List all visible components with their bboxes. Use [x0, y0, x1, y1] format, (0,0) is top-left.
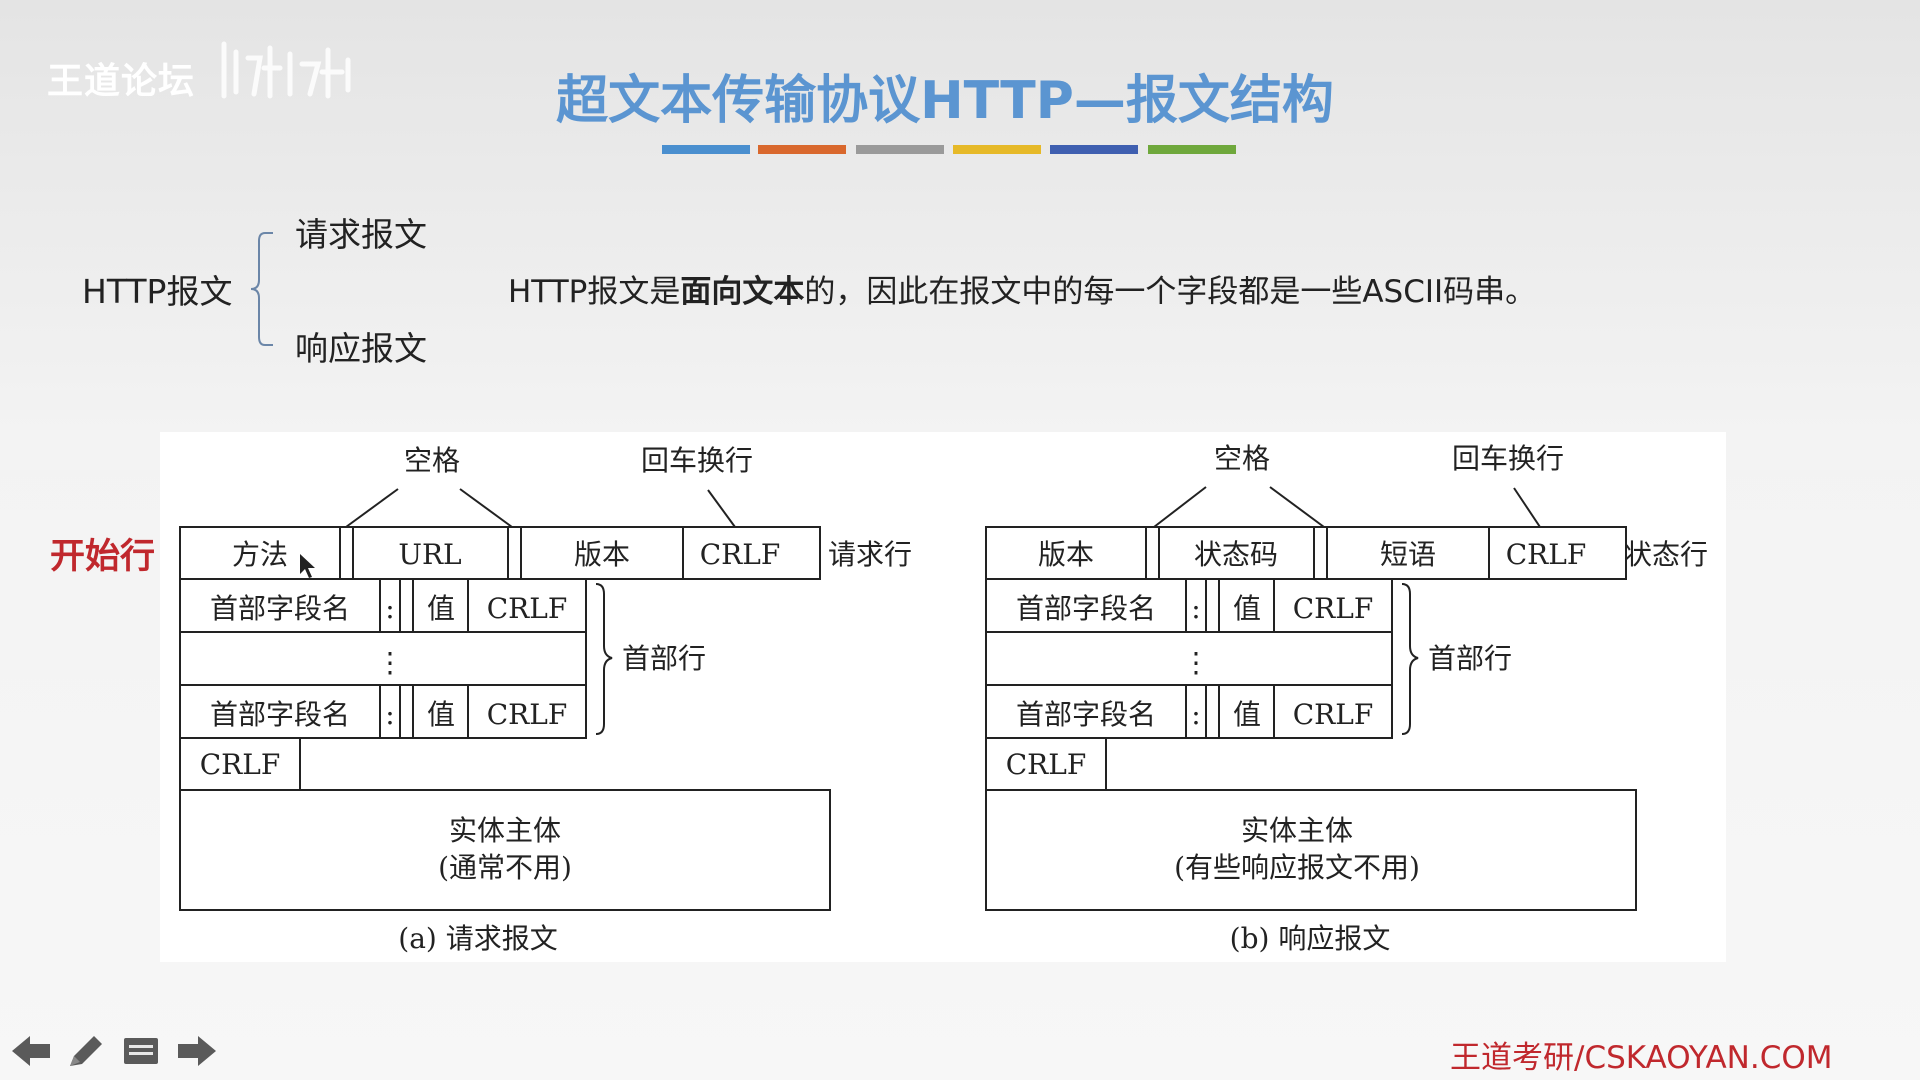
response-header-crlf-2: CRLF [1293, 698, 1374, 731]
request-header-value-2: 值 [427, 698, 455, 731]
response-space-label: 空格 [1214, 442, 1270, 475]
response-header-value-2: 值 [1233, 698, 1261, 731]
response-crlf-top-label: 回车换行 [1452, 442, 1564, 475]
response-body-title: 实体主体 [1241, 814, 1353, 847]
mouse-cursor-icon [300, 554, 315, 578]
request-header-ellipsis: ⋮ [376, 646, 404, 679]
request-line-label: 请求行 [828, 538, 912, 571]
color-bar-segment [953, 145, 1041, 154]
response-header-name-1: 首部字段名 [1016, 592, 1156, 625]
color-bar-segment [662, 145, 750, 154]
branch-response-message: 响应报文 [295, 329, 427, 368]
request-crlf-top-label: 回车换行 [641, 444, 753, 477]
response-header-colon-1: : [1191, 592, 1200, 625]
response-header-value-1: 值 [1233, 592, 1261, 625]
arrow-right-icon[interactable] [174, 1030, 220, 1072]
response-header-colon-2: : [1191, 698, 1200, 731]
watermark-text: 王道论坛 [47, 61, 196, 102]
response-body-note: (有些响应报文不用) [1174, 851, 1420, 884]
response-blank-line-crlf: CRLF [1006, 748, 1087, 781]
request-body-title: 实体主体 [449, 814, 561, 847]
response-field-version: 版本 [1038, 538, 1094, 571]
response-caption: (b) 响应报文 [1230, 922, 1391, 955]
start-line-label: 开始行 [50, 537, 156, 577]
menu-icon[interactable] [118, 1030, 164, 1072]
classification-brace [250, 232, 273, 346]
request-diagram: 空格 回车换行 方法 URL 版本 CRLF 请求行 [179, 444, 912, 955]
response-header-ellipsis: ⋮ [1182, 646, 1210, 679]
slide-title: 超文本传输协议HTTP—报文结构 [556, 71, 1334, 131]
response-header-name-2: 首部字段名 [1016, 698, 1156, 731]
response-header-crlf-1: CRLF [1293, 592, 1374, 625]
color-bar-segment [1148, 145, 1236, 154]
color-bar-segment [758, 145, 846, 154]
color-bar-segment [1050, 145, 1138, 154]
arrow-left-icon[interactable] [8, 1030, 54, 1072]
text-oriented-statement: HTTP报文是面向文本的，因此在报文中的每一个字段都是一些ASCII码串。 [508, 274, 1537, 310]
request-field-version: 版本 [574, 538, 630, 571]
request-field-method: 方法 [232, 538, 288, 571]
request-header-value-1: 值 [427, 592, 455, 625]
request-body-note: (通常不用) [438, 851, 572, 884]
message-structure-diagram: 空格 回车换行 方法 URL 版本 CRLF 请求行 [160, 432, 1726, 962]
request-header-crlf-2: CRLF [487, 698, 568, 731]
http-message-label: HTTP报文 [82, 272, 233, 311]
response-header-label: 首部行 [1428, 642, 1512, 675]
response-diagram: 空格 回车换行 版本 状态码 短语 CRLF 状态行 [985, 442, 1708, 955]
branch-request-message: 请求报文 [295, 215, 427, 254]
response-field-crlf: CRLF [1506, 538, 1587, 571]
color-bar-segment [856, 145, 944, 154]
request-header-crlf-1: CRLF [487, 592, 568, 625]
request-header-name-1: 首部字段名 [210, 592, 350, 625]
response-line-label: 状态行 [1624, 538, 1708, 571]
request-header-name-2: 首部字段名 [210, 698, 350, 731]
request-blank-line-crlf: CRLF [200, 748, 281, 781]
request-field-crlf: CRLF [700, 538, 781, 571]
request-space-label: 空格 [404, 444, 460, 477]
request-caption: (a) 请求报文 [398, 922, 557, 955]
request-header-colon-1: : [385, 592, 394, 625]
footer-brand: 王道考研/CSKAOYAN.COM [1450, 1040, 1833, 1076]
pencil-icon[interactable] [62, 1030, 108, 1072]
request-field-url: URL [398, 538, 461, 571]
response-field-status-code: 状态码 [1194, 538, 1278, 571]
response-field-phrase: 短语 [1380, 538, 1436, 571]
request-header-colon-2: : [385, 698, 394, 731]
watermark-logo-icon [218, 38, 358, 108]
request-header-label: 首部行 [622, 642, 706, 675]
